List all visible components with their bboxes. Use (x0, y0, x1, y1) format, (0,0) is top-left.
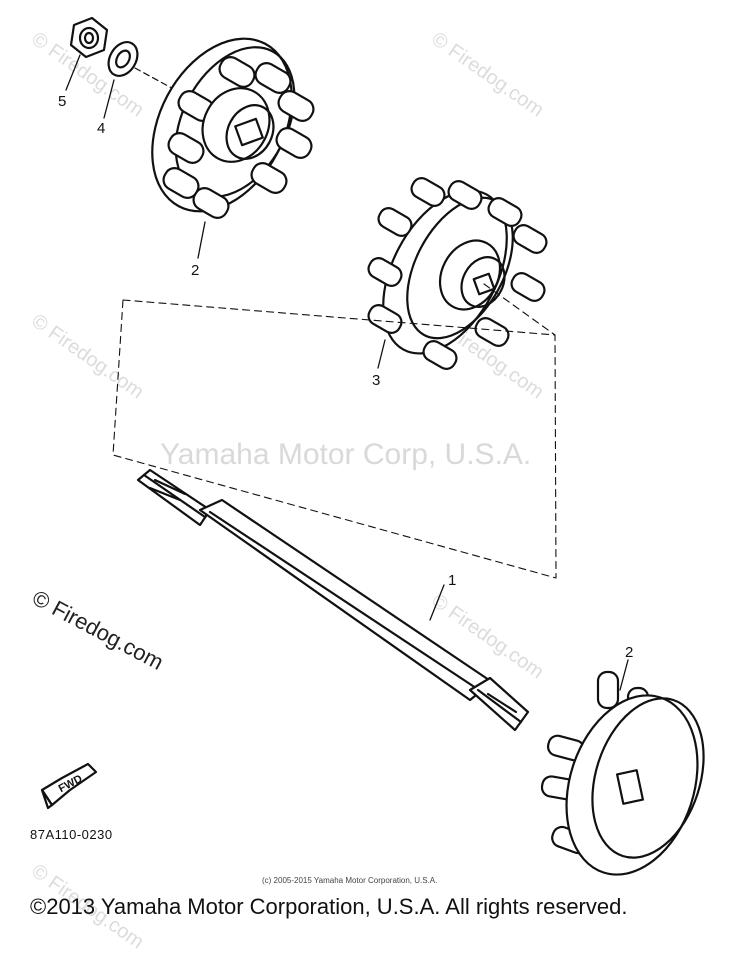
part-code: 87A110-0230 (30, 827, 113, 842)
small-copyright: (c) 2005-2015 Yamaha Motor Corporation, … (262, 876, 438, 885)
diagram-canvas: © Firedog.com © Firedog.com © Firedog.co… (27, 16, 705, 953)
callout-5: 5 (58, 93, 67, 110)
callout-2-bottom: 2 (625, 644, 634, 661)
sprocket-bottom (540, 670, 705, 876)
sprocket-middle (367, 177, 548, 370)
callout-2-top: 2 (191, 262, 200, 279)
fwd-arrow-icon (40, 762, 98, 810)
callout-3: 3 (372, 372, 381, 389)
callout-4: 4 (97, 120, 106, 137)
parts-drawing (40, 16, 705, 876)
sprocket-top (151, 37, 315, 219)
nut-part (69, 16, 109, 59)
drive-shaft (136, 468, 530, 732)
watermark-yamaha: Yamaha Motor Corp, U.S.A. (160, 438, 532, 471)
footer-copyright: ©2013 Yamaha Motor Corporation, U.S.A. A… (30, 894, 628, 919)
washer-part (107, 41, 139, 77)
callout-1: 1 (448, 572, 457, 589)
